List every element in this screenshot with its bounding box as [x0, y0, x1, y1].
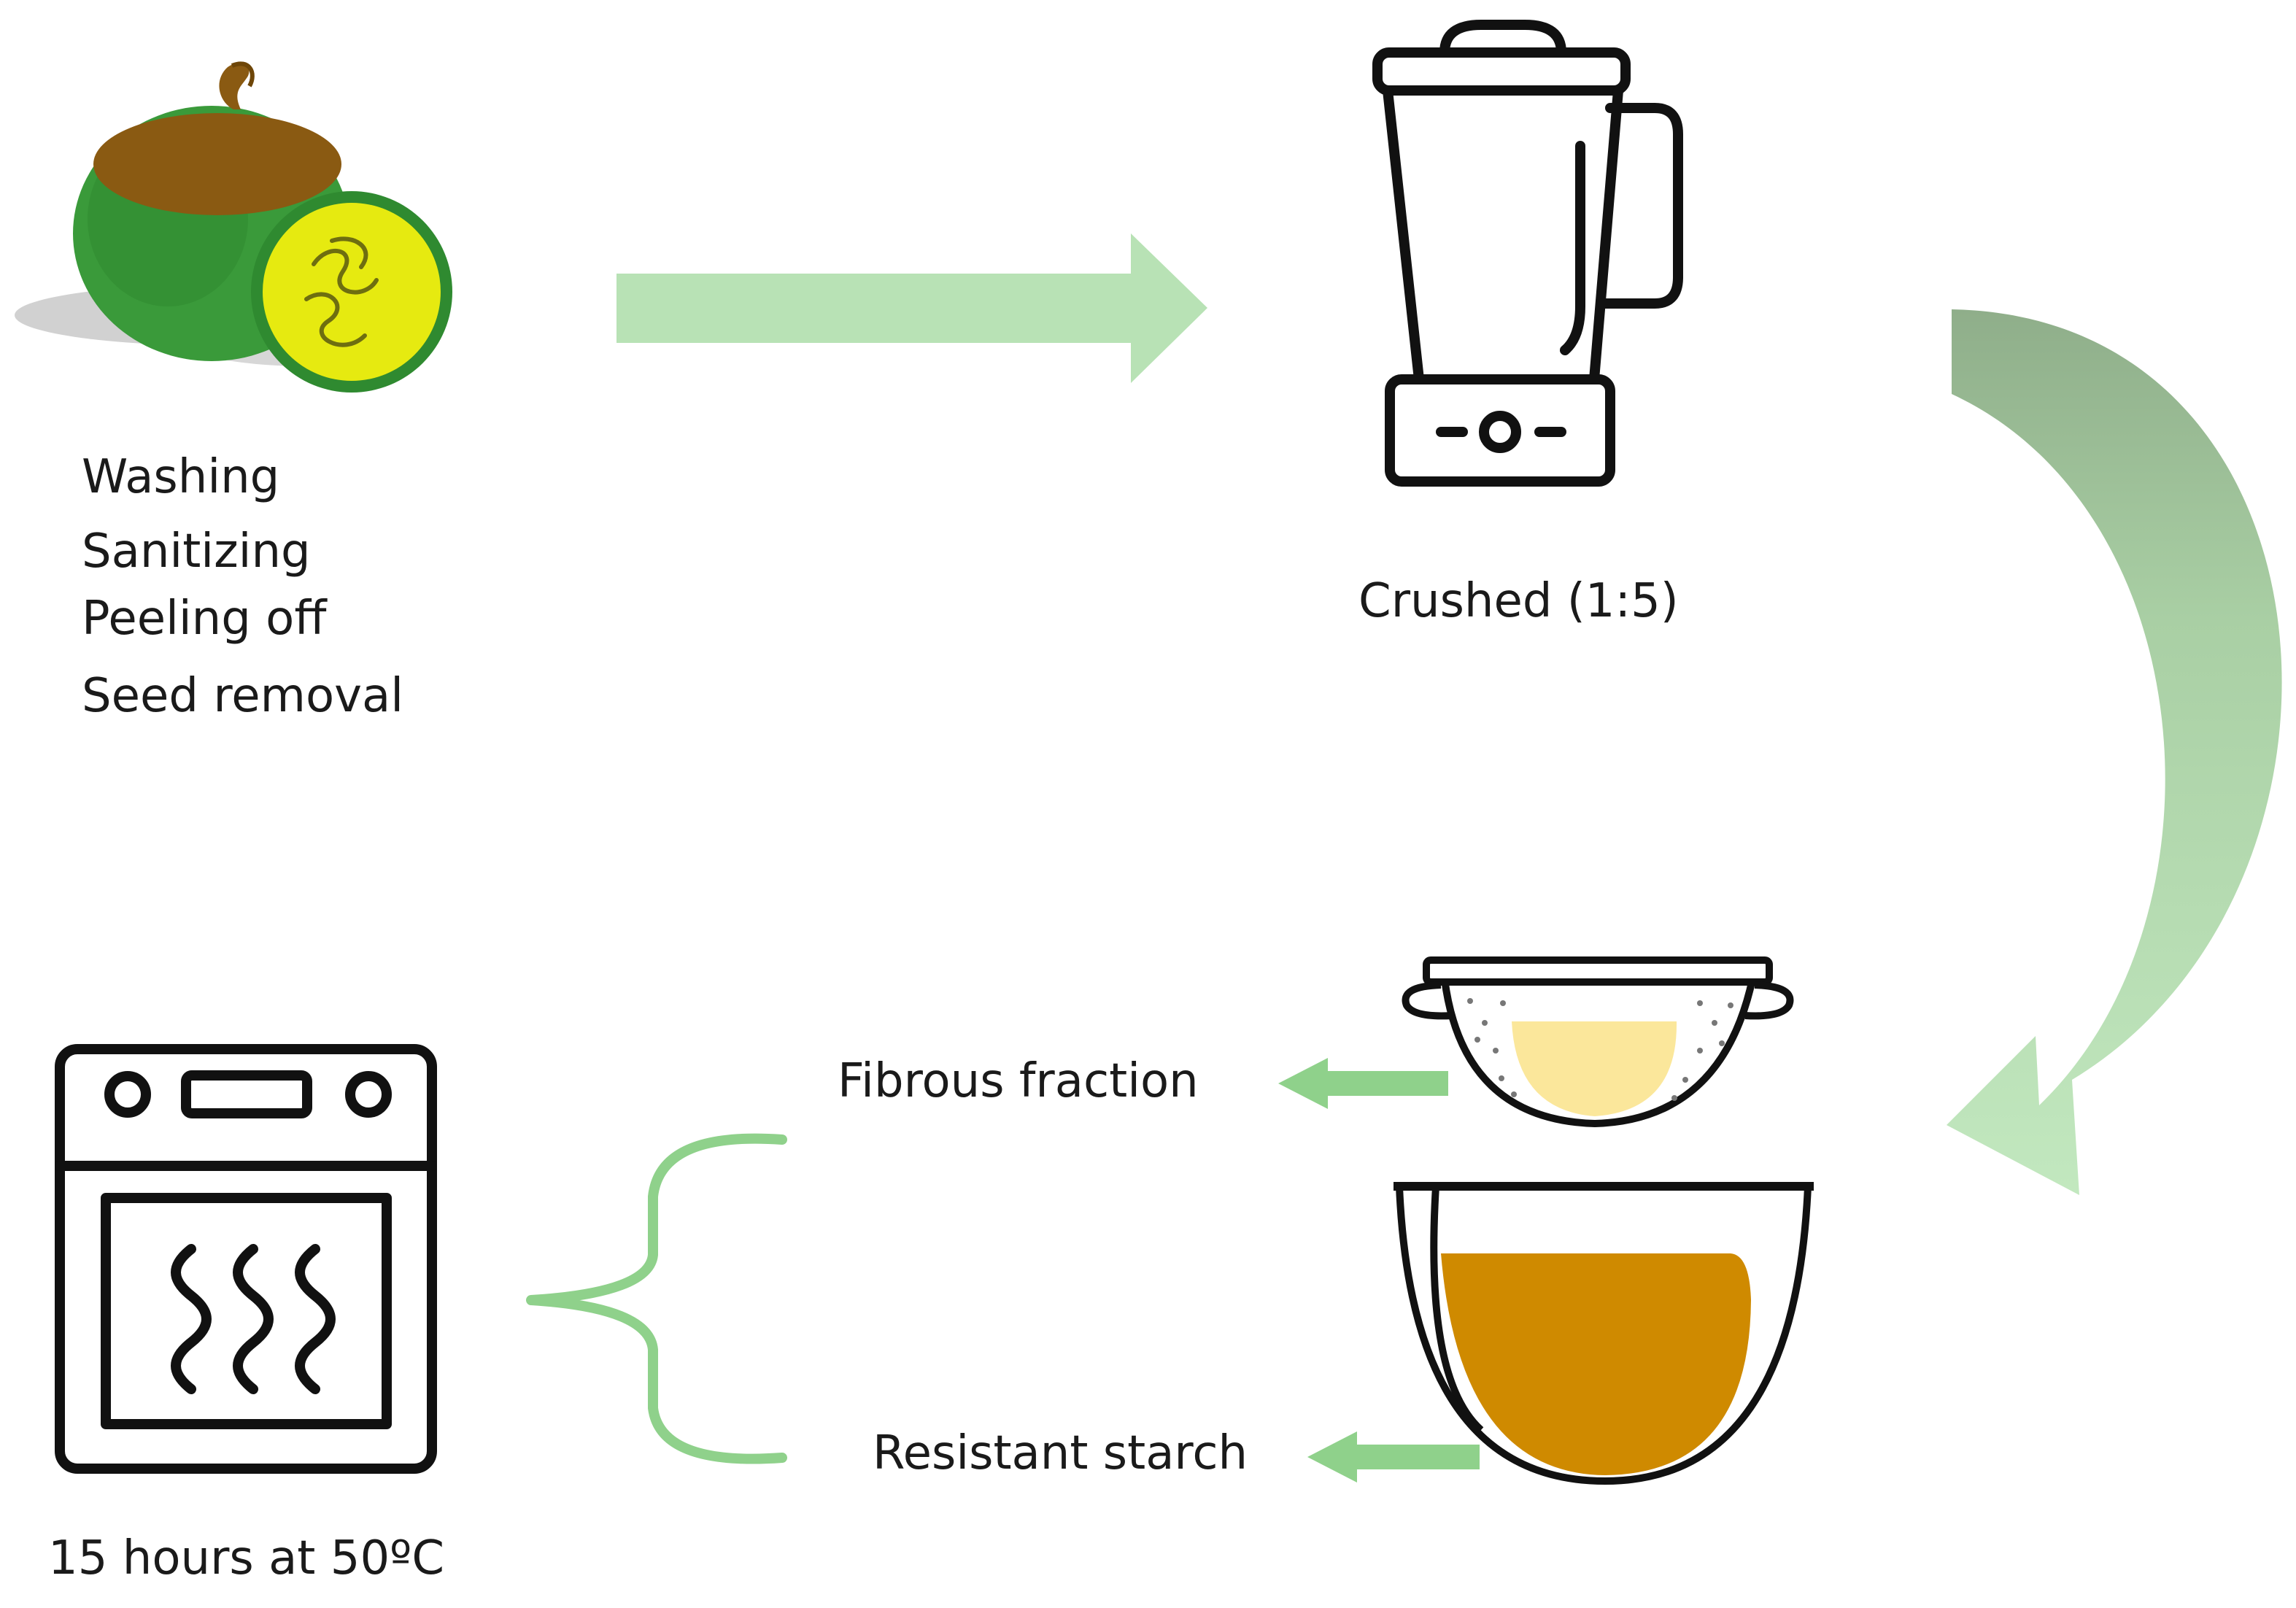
step-washing: Washing: [82, 450, 280, 504]
prep-steps-list: Washing Sanitizing Peeling off Seed remo…: [82, 454, 403, 719]
brace: [526, 1133, 787, 1464]
drying-label: 15 hours at 50ºC: [48, 1531, 444, 1585]
fibrous-fraction-label: Fibrous fraction: [838, 1054, 1199, 1108]
crushed-label: Crushed (1:5): [1358, 574, 1679, 628]
fruit-icon: [15, 61, 452, 393]
step-sanitizing: Sanitizing: [82, 525, 311, 579]
arrow-fibrous: [1278, 1058, 1448, 1109]
curved-arrow: [1947, 309, 2282, 1195]
bowl-icon: [1394, 1182, 1814, 1485]
colander-icon: [1402, 956, 1794, 1128]
oven-icon: [55, 1044, 437, 1474]
step-seed-removal: Seed removal: [82, 669, 403, 723]
arrow-right: [616, 233, 1207, 383]
blender-icon: [1372, 20, 1683, 487]
arrow-starch: [1307, 1431, 1480, 1483]
resistant-starch-label: Resistant starch: [873, 1426, 1248, 1480]
step-peeling: Peeling off: [82, 592, 327, 646]
